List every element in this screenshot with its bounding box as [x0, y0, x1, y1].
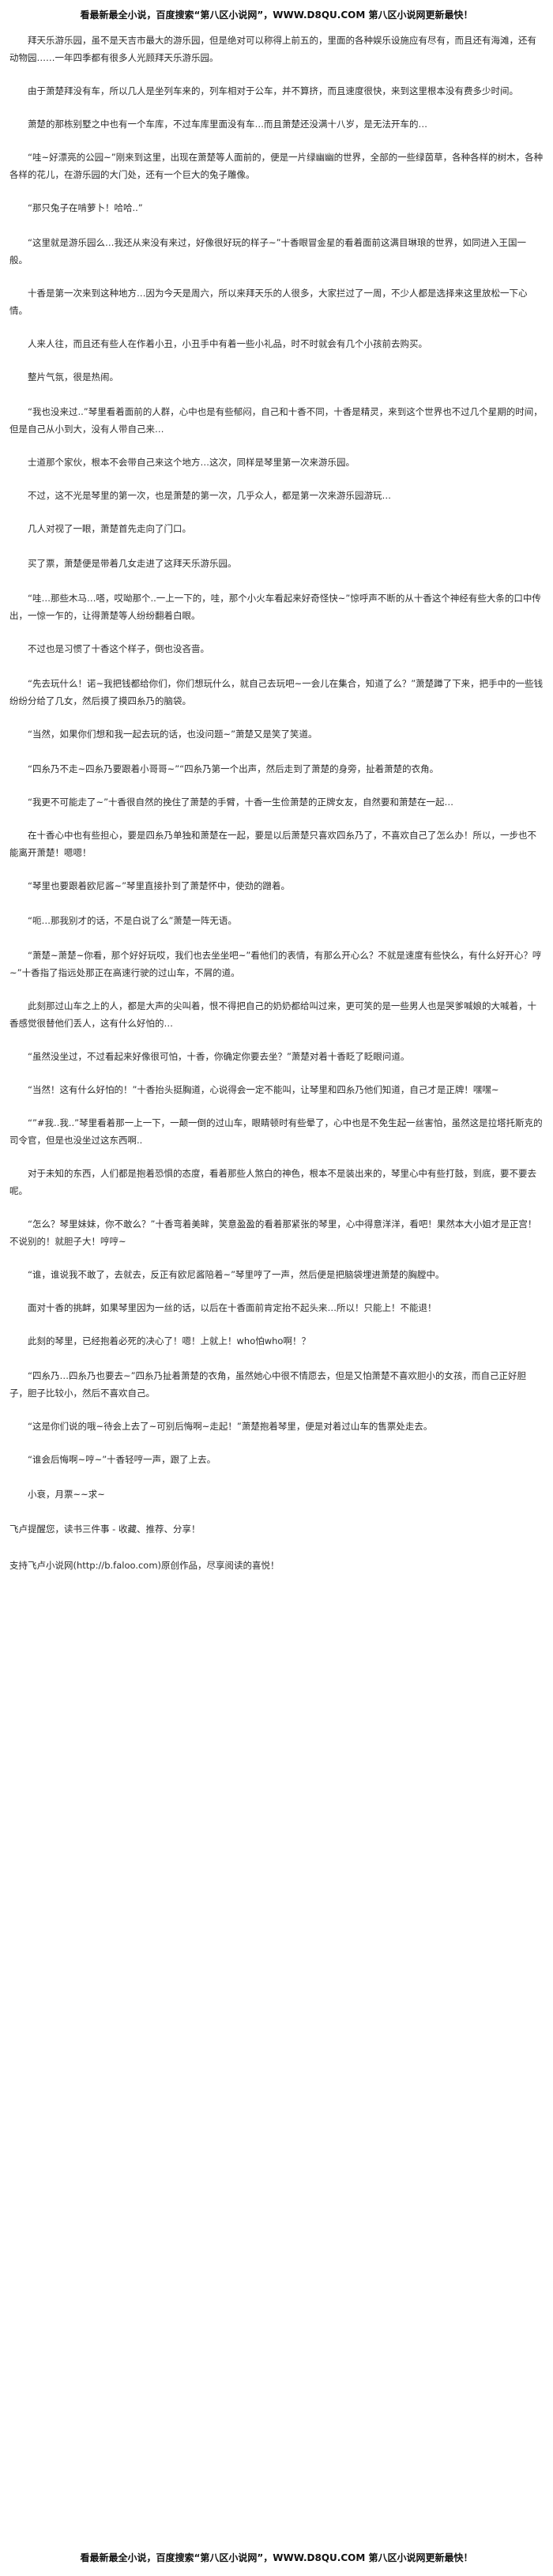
paragraph: “四糸乃…四糸乃也要去~”四糸乃扯着萧楚的衣角，虽然她心中很不情愿去，但是又怕萧…	[9, 1370, 527, 1399]
paragraph: 由于萧楚拜没有车，所以几人是坐列车来的，列车相对于公车，并不算挤，而且速度很快，…	[28, 85, 518, 96]
paragraph: “当然，如果你们想和我一起去玩的话，也没问题~”萧楚又是笑了笑道。	[28, 729, 318, 740]
paragraph: 小衰，月票~~求~	[28, 1489, 105, 1500]
paragraph: “那只兔子在啃萝卜！哈哈..”	[28, 202, 143, 213]
paragraph: 不过也是习惯了十香这个样子，倒也没吝啬。	[28, 643, 209, 654]
paragraph: “谁，谁说我不敢了，去就去，反正有欧尼酱陪着~”琴里哼了一声，然后便是把脑袋埋进…	[28, 1269, 445, 1280]
paragraph: 面对十香的挑衅，如果琴里因为一丝的话，以后在十香面前肯定抬不起头来…所以！只能上…	[28, 1302, 437, 1313]
paragraph: 此刻的琴里，已经抱着必死的决心了！嗯！上就上！who怕who啊！？	[28, 1335, 310, 1346]
paragraph: “呃…那我别才的话，不是白说了么”萧楚一阵无语。	[28, 915, 237, 926]
paragraph: “我也没来过..”琴里看着面前的人群，心中也是有些郁闷，自己和十香不同，十香是精…	[9, 406, 543, 435]
paragraph: 整片气氛，很是热闹。	[28, 371, 118, 382]
ad-banner-top: 看最新最全小说，百度搜索“第八区小说网”，WWW.D8QU.COM 第八区小说网…	[80, 9, 473, 21]
paragraph: 买了票，萧楚便是带着几女走进了这拜天乐游乐园。	[28, 558, 237, 569]
paragraph: “琴里也要跟着欧尼酱~”琴里直接扑到了萧楚怀中，使劲的蹭着。	[28, 880, 291, 891]
paragraph: “怎么？琴里妹妹，你不敢么？”十香弯着美眸，笑意盈盈的看着那紧张的琴里，心中得意…	[9, 1218, 537, 1247]
paragraph: “”#我..我..”琴里看着那一上一下，一颠一倒的过山车，眼睛顿时有些晕了，心中…	[9, 1117, 543, 1146]
paragraph: 几人对视了一眼，萧楚首先走向了门口。	[28, 523, 191, 534]
paragraph: 不过，这不光是琴里的第一次，也是萧楚的第一次，几乎众人，都是第一次来游乐园游玩…	[28, 490, 391, 501]
paragraph: 此刻那过山车之上的人，都是大声的尖叫着，恨不得把自己的奶奶都给叫过来，更可笑的是…	[9, 1000, 536, 1029]
paragraph: “先去玩什么！诺~我把钱都给你们，你们想玩什么，就自己去玩吧~一会儿在集合，知道…	[9, 678, 544, 706]
paragraph: “萧楚~萧楚~你看，那个好好玩哎，我们也去坐坐吧~”看他们的表情，有那么开心么？…	[9, 950, 542, 978]
paragraph: 士道那个家伙，根本不会带自己来这个地方…这次，同样是琴里第一次来游乐园。	[28, 457, 355, 468]
paragraph: 在十香心中也有些担心，要是四糸乃单独和萧楚在一起，要是以后萧楚只喜欢四糸乃了，不…	[9, 830, 536, 858]
paragraph: “哇…那些木马…嗒，哎呦那个..一上一下的，哇，那个小火车看起来好奇怪快~”惊呼…	[9, 593, 541, 621]
paragraph: “四糸乃不走~四糸乃要跟着小哥哥~”“四糸乃第一个出声，然后走到了萧楚的身旁，扯…	[28, 763, 439, 774]
paragraph: 人来人往，而且还有些人在作着小丑，小丑手中有着一些小礼品，时不时就会有几个小孩前…	[28, 338, 427, 349]
footer-support-link[interactable]: 支持飞卢小说网(http://b.faloo.com)原创作品，尽享阅读的喜悦！	[9, 1560, 280, 1571]
paragraph: “谁会后悔啊~哼~”十香轻哼一声，跟了上去。	[28, 1454, 216, 1465]
paragraph: “当然！这有什么好怕的！”十香抬头挺胸道，心说得会一定不能叫，让琴里和四糸乃他们…	[28, 1084, 499, 1095]
paragraph: “我更不可能走了~”十香很自然的挽住了萧楚的手臂，十香一生俭萧楚的正牌女友，自然…	[28, 797, 454, 808]
paragraph: 十香是第一次来到这种地方…因为今天是周六，所以来拜天乐的人很多，大家拦过了一周，…	[9, 288, 528, 316]
footer-notice: 飞卢提醒您，读书三件事 - 收藏、推荐、分享！	[9, 1523, 201, 1535]
paragraph: “哇~好漂亮的公园~”刚来到这里，出现在萧楚等人面前的，便是一片绿幽幽的世界，全…	[9, 152, 544, 180]
paragraph: 对于未知的东西，人们都是抱着恐惧的态度，看着那些人煞白的神色，根本不是装出来的，…	[9, 1168, 536, 1196]
paragraph: “虽然没坐过，不过看起来好像很可怕，十香，你确定你要去坐？”萧楚对着十香眨了眨眼…	[28, 1051, 410, 1062]
paragraph: “这里就是游乐园么…我还从来没有来过，好像很好玩的样子~”十香眼冒金星的看着面前…	[9, 237, 527, 266]
paragraph: 萧楚的那栋别墅之中也有一个车库，不过车库里面没有车…而且萧楚还没满十八岁，是无法…	[28, 119, 427, 130]
paragraph: “这是你们说的哦~待会上去了~可别后悔啊~走起！”萧楚抱着琴里，便是对着过山车的…	[28, 1421, 433, 1432]
chapter-body: 拜天乐游乐园，虽不是天吉市最大的游乐园，但是绝对可以称得上前五的，里面的各种娱乐…	[9, 32, 544, 2541]
ad-banner-bottom: 看最新最全小说，百度搜索“第八区小说网”，WWW.D8QU.COM 第八区小说网…	[80, 2552, 473, 2563]
paragraph: 拜天乐游乐园，虽不是天吉市最大的游乐园，但是绝对可以称得上前五的，里面的各种娱乐…	[9, 35, 536, 63]
